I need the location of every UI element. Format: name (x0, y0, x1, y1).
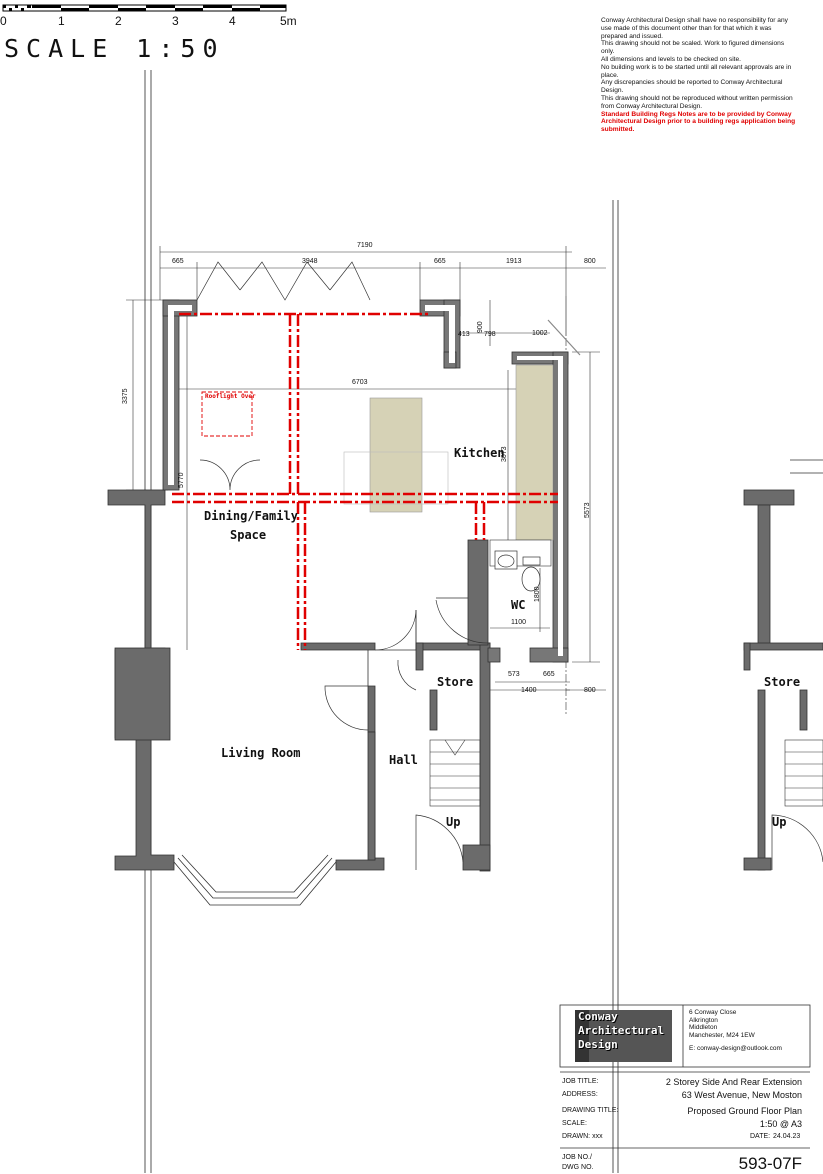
note-line: All dimensions and levels to be checked … (601, 55, 742, 63)
rooflight (201, 391, 253, 437)
dim-overall-width: 7190 (357, 242, 373, 249)
dim-1002: 1002 (532, 330, 548, 337)
logo-block (575, 1010, 672, 1062)
walls (107, 299, 823, 872)
note-line: This drawing should not be scaled. Work … (601, 40, 785, 56)
note-line: Conway Architectural Design shall have n… (601, 17, 788, 40)
scale-tick-5: 5m (280, 14, 297, 28)
scale-tick-1: 1 (58, 14, 65, 28)
company-address: 6 Conway Close Alkrington Middleton Manc… (689, 1009, 782, 1053)
boundary-lines (144, 70, 619, 1173)
address-label: ADDRESS: (562, 1091, 598, 1098)
dim-3948: 3948 (302, 258, 318, 265)
note-line: This drawing should not be reproduced wi… (601, 94, 793, 110)
dim-1800: 1800 (534, 586, 541, 602)
stairs-up-label: Up (446, 815, 461, 829)
dim-665c: 665 (543, 671, 555, 678)
job-no-label: JOB NO./ (562, 1154, 592, 1161)
job-title-label: JOB TITLE: (562, 1078, 599, 1085)
dim-665a: 665 (172, 258, 184, 265)
flue-marker (547, 296, 581, 356)
date-label: DATE: (750, 1133, 771, 1140)
wc-fittings (494, 550, 541, 592)
room-dining-line2: Space (230, 528, 267, 542)
logo-line: Conway (578, 1010, 618, 1023)
stairs-up-neighbour: Up (772, 815, 787, 829)
dim-3073: 3073 (501, 446, 508, 462)
dim-798: 798 (484, 331, 496, 338)
bay-window (173, 854, 337, 906)
drawing-date: 24.04.23 (773, 1133, 801, 1140)
note-red: Standard Building Regs Notes are to be p… (601, 110, 796, 134)
dwg-no-label: DWG NO. (562, 1164, 594, 1171)
doors (196, 261, 823, 870)
logo-line: Architectural (578, 1024, 665, 1037)
scale-tick-0: 0 (0, 14, 7, 28)
address-line: 6 Conway Close (689, 1009, 737, 1016)
scale-title: SCALE 1:50 (4, 34, 225, 63)
dim-800b: 800 (584, 687, 596, 694)
company-logo: Conway Architectural Design (575, 1010, 672, 1062)
dim-665b: 665 (434, 258, 446, 265)
scale-tick-2: 2 (115, 14, 122, 28)
room-store: Store (437, 675, 474, 689)
room-hall: Hall (389, 753, 418, 767)
dim-1400: 1400 (521, 687, 537, 694)
logo-line: Design (578, 1038, 618, 1051)
stairs (429, 739, 823, 807)
drawing-scale: 1:50 @ A3 (759, 1119, 802, 1129)
note-line: Any discrepancies should be reported to … (601, 79, 783, 95)
wall-cores (168, 305, 563, 656)
scale-tick-3: 3 (172, 14, 179, 28)
room-wc: WC (511, 598, 526, 612)
steel-beams (172, 312, 558, 650)
drawing-number: 593-07F (738, 1154, 802, 1173)
dim-413: 413 (458, 331, 470, 338)
room-living: Living Room (221, 746, 301, 760)
scale-bar (2, 4, 287, 12)
site-address: 63 West Avenue, New Moston (681, 1090, 802, 1100)
title-block-frame (559, 1004, 811, 1149)
dim-573: 573 (508, 671, 520, 678)
scale-label: SCALE: (562, 1120, 587, 1127)
dim-5770: 5770 (178, 472, 185, 488)
dim-1100: 1100 (511, 619, 527, 626)
scale-tick-4: 4 (229, 14, 236, 28)
address-line: Middleton (689, 1024, 718, 1032)
drawn-by-label: DRAWN: xxx (562, 1133, 603, 1140)
dim-900: 900 (477, 321, 484, 333)
kitchen-units (343, 364, 554, 567)
dim-5573: 5573 (584, 502, 591, 518)
dim-3375: 3375 (122, 388, 129, 404)
rooflight-label: Rooflight Over (205, 393, 256, 400)
room-store-neighbour: Store (764, 675, 801, 689)
job-title: 2 Storey Side And Rear Extension (665, 1077, 802, 1087)
drawing-title: Proposed Ground Floor Plan (687, 1106, 802, 1116)
note-line: No building work is to be started until … (601, 63, 792, 79)
company-email: E: conway-design@outlook.com (689, 1045, 782, 1053)
drawing-notes: Conway Architectural Design shall have n… (601, 17, 797, 134)
room-kitchen: Kitchen (454, 446, 505, 460)
drawing-title-label: DRAWING TITLE: (562, 1107, 619, 1114)
dim-1913: 1913 (506, 258, 522, 265)
dim-6703: 6703 (352, 379, 368, 386)
address-line: Alkrington (689, 1016, 718, 1024)
room-dining: Dining/Family (204, 509, 298, 523)
dim-800a: 800 (584, 258, 596, 265)
address-line: Manchester, M24 1EW (689, 1031, 755, 1039)
